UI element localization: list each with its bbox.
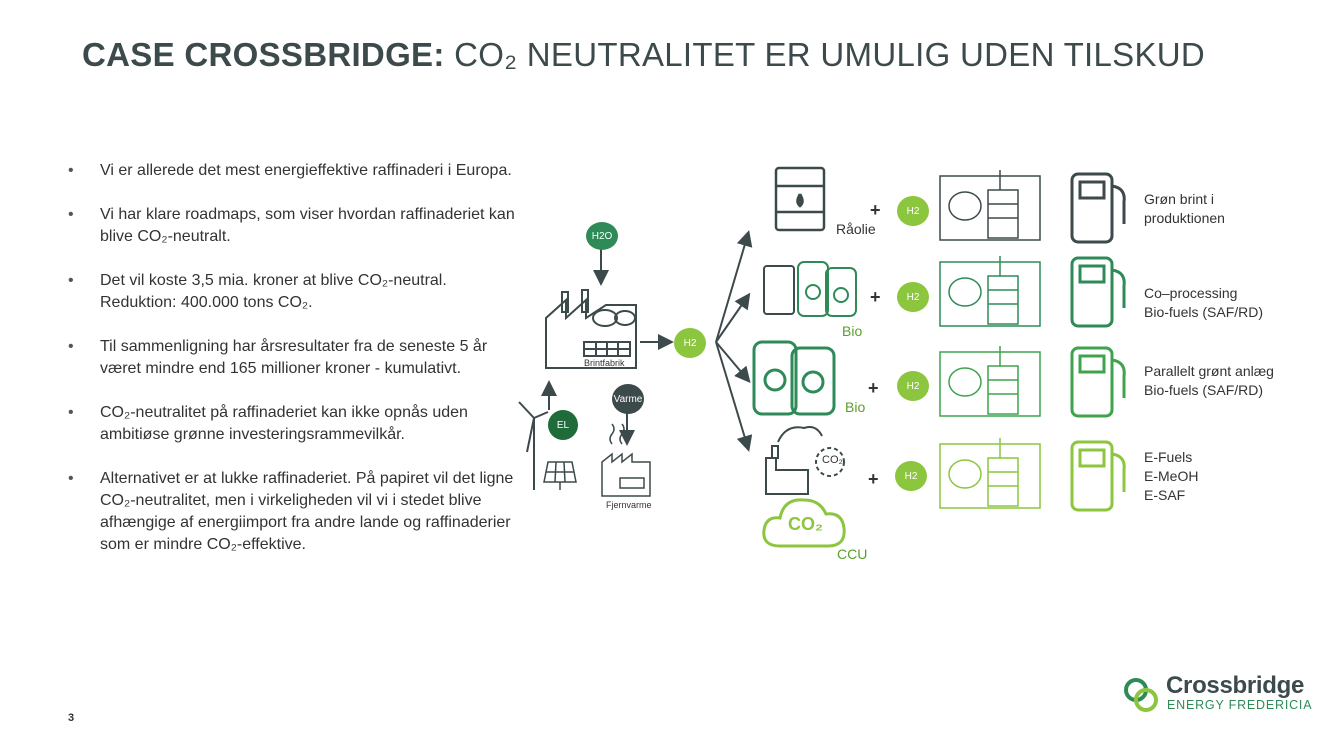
- fjernvarme-label: Fjernvarme: [606, 500, 652, 510]
- oil-barrel-icon: [774, 166, 826, 232]
- plus-sign: +: [868, 469, 879, 489]
- title-rest: CO₂ NEUTRALITET ER UMULIG UDEN TILSKUD: [454, 36, 1206, 73]
- bio-barrels-small-icon: [763, 261, 857, 317]
- co2-cloud-icon: [762, 498, 846, 548]
- page-number: 3: [68, 712, 75, 724]
- h2-row-badge: H2: [897, 196, 929, 226]
- varme-badge: Varme: [612, 384, 644, 414]
- plus-sign: +: [870, 200, 881, 220]
- input-label: CCU: [837, 546, 868, 562]
- product-label: Parallelt grønt anlæg Bio-fuels (SAF/RD): [1144, 363, 1274, 398]
- district-heating-icon: [601, 423, 651, 497]
- h2-row-badge: H2: [897, 371, 929, 401]
- fuel-pump-icons: [1070, 172, 1126, 512]
- distribution-arrows: [715, 230, 753, 452]
- logo-subtitle: ENERGY FREDERICIA: [1167, 698, 1313, 712]
- co2-cloud-label: CO₂: [788, 514, 823, 534]
- hydrogen-factory-icon: [545, 289, 637, 369]
- solar-panel-icon: [543, 461, 577, 490]
- co2-factory-label: CO₂: [822, 454, 843, 466]
- h2o-badge: H2O: [586, 222, 618, 250]
- page-title: CASE CROSSBRIDGE: CO₂ NEUTRALITET ER UMU…: [82, 36, 1205, 74]
- refinery-icons: [939, 170, 1041, 509]
- co2-capture-factory-icon: [765, 426, 845, 495]
- crossbridge-logo-mark: [1124, 678, 1158, 712]
- bullet-list: Vi er allerede det mest energieffektive …: [62, 160, 522, 578]
- bullet-item: Alternativet er at lukke raffinaderiet. …: [62, 468, 522, 556]
- input-label: Råolie: [836, 221, 876, 237]
- bullet-item: Det vil koste 3,5 mia. kroner at blive C…: [62, 270, 522, 314]
- input-label: Bio: [845, 399, 866, 415]
- el-badge: EL: [548, 410, 578, 440]
- title-bold: CASE CROSSBRIDGE:: [82, 36, 445, 73]
- bullet-item: CO₂-neutralitet på raffinaderiet kan ikk…: [62, 402, 522, 446]
- bullet-item: Vi har klare roadmaps, som viser hvordan…: [62, 204, 522, 248]
- bullet-item: Til sammenligning har årsresultater fra …: [62, 336, 522, 380]
- brintfabrik-label: Brintfabrik: [584, 358, 625, 368]
- bullet-item: Vi er allerede det mest energieffektive …: [62, 160, 522, 182]
- h2-row-badge: H2: [897, 282, 929, 312]
- product-label: Grøn brint i produktionen: [1144, 191, 1225, 226]
- plus-sign: +: [870, 287, 881, 307]
- product-label: Co–processing Bio-fuels (SAF/RD): [1144, 285, 1264, 320]
- bio-barrels-large-icon: [752, 340, 836, 416]
- product-label: E-Fuels E-MeOH E-SAF: [1144, 449, 1199, 503]
- plus-sign: +: [868, 378, 879, 398]
- h2-row-badge: H2: [895, 461, 927, 491]
- wind-turbine-icon: [518, 401, 549, 490]
- input-label: Bio: [842, 323, 863, 339]
- logo-name: Crossbridge: [1166, 672, 1305, 699]
- h2-main-badge: H2: [674, 328, 706, 358]
